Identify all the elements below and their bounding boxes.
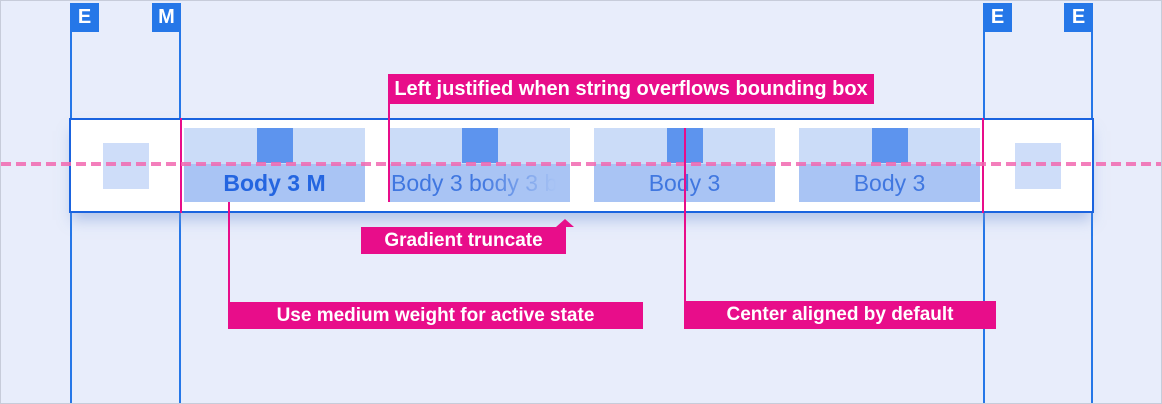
tab-icon-placeholder [871,128,908,163]
guide-line-margin-left [179,32,181,403]
guide-line-left-edge [70,32,72,403]
guide-line-right-edge [1091,32,1093,403]
margin-placeholder-right [1015,143,1061,189]
baseline-dashed-line [1,162,1161,166]
annotation-pointer-up-icon [556,219,574,227]
annotation-gradient-truncate-label: Gradient truncate [384,229,543,251]
connector-left-justified [388,104,390,202]
spacing-marker-e-left: E [70,3,99,32]
connector-center-aligned [684,128,686,301]
tab-item-active[interactable]: Body 3 M [184,128,365,202]
tab-item-truncated[interactable]: Body 3 body 3 b [389,128,570,202]
spacing-marker-e-right-outer: E [1064,3,1093,32]
spacing-marker-m-left: M [152,3,181,32]
guide-line-margin-right [983,32,985,403]
tab-label-active: Body 3 M [184,164,365,202]
tab-item-default-2[interactable]: Body 3 [799,128,980,202]
tab-icon-placeholder [461,128,498,163]
connector-medium-weight [228,202,230,302]
margin-placeholder-left [103,143,149,189]
annotation-medium-weight: Use medium weight for active state [228,302,643,329]
gradient-truncate-overlay [480,164,570,202]
tab-label: Body 3 [799,164,980,202]
spacing-marker-e-right-inner: E [983,3,1012,32]
annotation-left-justified: Left justified when string overflows bou… [388,74,874,104]
annotation-gradient-truncate: Gradient truncate [361,219,574,254]
annotation-center-aligned: Center aligned by default [684,301,996,329]
tab-icon-placeholder [256,128,293,163]
